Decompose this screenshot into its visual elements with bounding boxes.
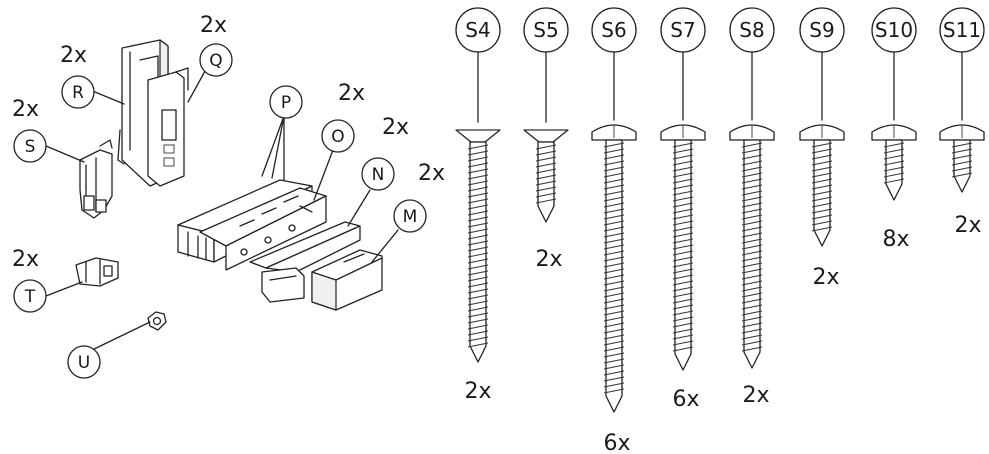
callout-q: Q: [199, 43, 233, 77]
qty-p: 2x: [338, 81, 365, 106]
screw-s6: S6 6x: [591, 7, 637, 454]
part-u-drawing: [147, 311, 167, 331]
screw-shank: [743, 139, 761, 369]
screw-shank: [953, 139, 971, 193]
screw-qty: 2x: [742, 383, 769, 408]
part-n-drawing: [249, 221, 361, 303]
screw-qty: 2x: [464, 379, 491, 404]
screw-qty: 2x: [535, 247, 562, 272]
screw-threads: [535, 144, 557, 204]
callout-u: U: [67, 345, 101, 379]
screw-threads: [811, 142, 833, 232]
screw-label: S11: [943, 18, 981, 42]
screw-s10: S10 8x: [871, 7, 917, 252]
callout-s-label: S: [25, 137, 36, 157]
screw-head: [455, 129, 501, 143]
screw-label: S5: [533, 18, 558, 42]
screw-threads: [741, 142, 763, 352]
part-q-r-drawing: [117, 39, 189, 187]
part-s-drawing: [79, 139, 113, 219]
callout-r: R: [61, 75, 95, 109]
callout-m-label: M: [403, 207, 418, 227]
screw-threads: [883, 142, 905, 184]
callout-u-label: U: [78, 353, 90, 373]
callout-n-label: N: [372, 165, 385, 185]
callout-s: S: [13, 129, 47, 163]
screw-qty: 6x: [672, 387, 699, 412]
screw-s8: S8 2x: [729, 7, 775, 408]
qty-o: 2x: [382, 115, 409, 140]
screws-group: S4 2x S5 2x S6 6x S7 6x S8 2x S9 2x S10 8x S11 2x: [455, 7, 985, 454]
callout-r-label: R: [72, 83, 84, 103]
screw-label: S8: [739, 18, 764, 42]
callout-p: P: [269, 85, 303, 119]
qty-r: 2x: [60, 43, 87, 68]
part-p-o-drawing: [177, 179, 327, 271]
screw-head: [523, 129, 569, 143]
callout-m: M: [393, 199, 427, 233]
callout-q-label: Q: [209, 51, 222, 71]
part-t-drawing: [75, 257, 119, 287]
screw-threads: [672, 142, 694, 352]
screw-threads: [467, 144, 489, 348]
callout-t: T: [13, 279, 47, 313]
screw-qty: 8x: [882, 227, 909, 252]
callout-n: N: [361, 157, 395, 191]
callout-o: O: [321, 119, 355, 153]
screw-s4: S4 2x: [455, 7, 501, 404]
screw-s9: S9 2x: [799, 7, 845, 290]
screw-label: S6: [601, 18, 626, 42]
callout-t-label: T: [24, 287, 36, 307]
screw-threads: [603, 142, 625, 394]
screw-label: S7: [670, 18, 695, 42]
screw-qty: 6x: [603, 431, 630, 454]
qty-s: 2x: [12, 97, 39, 122]
part-m-drawing: [311, 249, 383, 311]
qty-t: 2x: [12, 247, 39, 272]
qty-q: 2x: [200, 13, 227, 38]
callout-o-label: O: [331, 127, 344, 147]
screw-label: S4: [465, 18, 490, 42]
screw-s11: S11 2x: [939, 7, 985, 238]
screw-threads: [951, 142, 973, 178]
qty-n: 2x: [418, 161, 445, 186]
screw-qty: 2x: [812, 265, 839, 290]
screw-qty: 2x: [954, 213, 981, 238]
screw-s7: S7 6x: [660, 7, 706, 412]
callout-p-label: P: [281, 93, 291, 113]
screw-shank: [469, 141, 487, 363]
screw-s5: S5 2x: [523, 7, 569, 272]
screw-label: S10: [875, 18, 913, 42]
screw-label: S9: [809, 18, 834, 42]
